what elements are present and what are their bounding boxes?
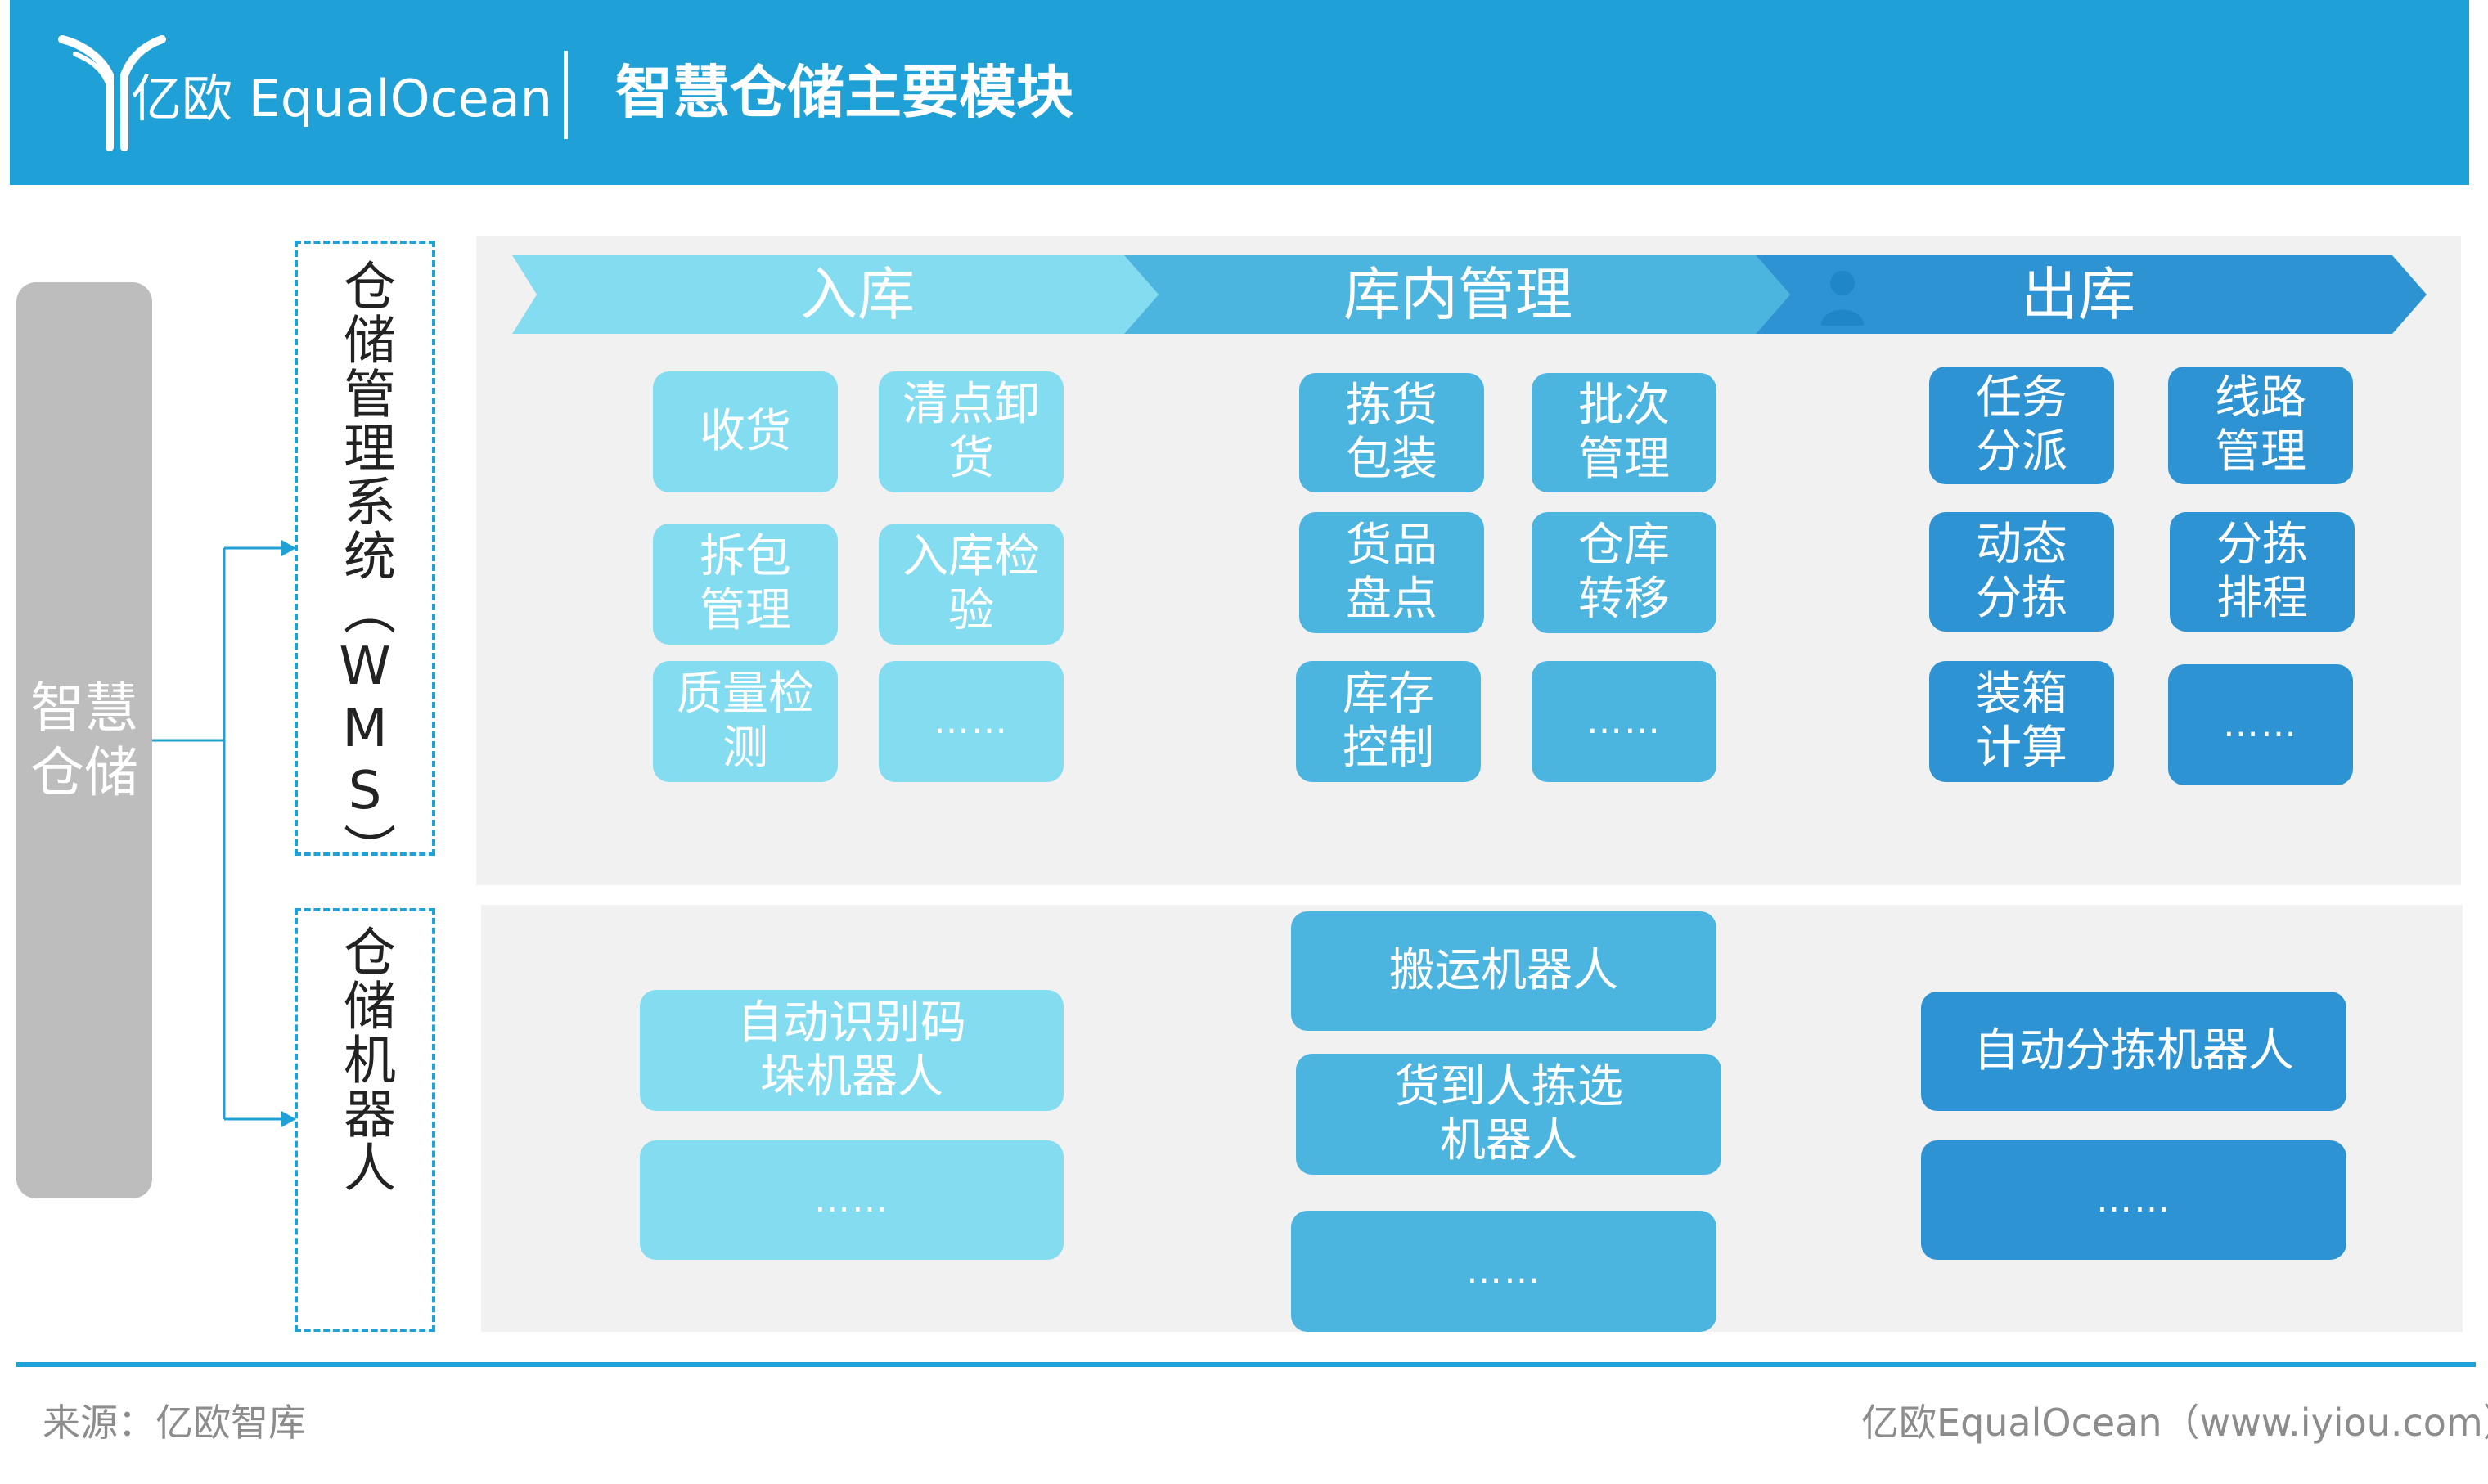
module-label: 入库检验 xyxy=(902,529,1040,637)
module-label: 动态分拣 xyxy=(1976,517,2067,625)
module-label: …… xyxy=(1586,700,1662,743)
robot-label: 搬运机器人 xyxy=(1389,943,1618,997)
module-packing-calculation: 装箱计算 xyxy=(1929,661,2114,782)
brand-wordmark: 亿欧 EqualOcean xyxy=(131,69,553,128)
module-sorting-schedule: 分拣排程 xyxy=(2170,512,2355,632)
robot-label: …… xyxy=(814,1179,889,1221)
header-bar xyxy=(10,0,2469,185)
footer-rule xyxy=(16,1362,2476,1367)
module-label: 分拣排程 xyxy=(2216,517,2308,625)
module-inventory-control: 库存控制 xyxy=(1296,661,1481,782)
robot-label-box: 仓储机器人 xyxy=(295,908,435,1332)
module-label: 批次管理 xyxy=(1578,378,1670,486)
page-title: 智慧仓储主要模块 xyxy=(615,59,1073,126)
phase-label-internal: 库内管理 xyxy=(1343,261,1572,328)
equalocean-logo xyxy=(58,35,166,151)
module-picking-packing: 拣货包装 xyxy=(1299,373,1484,492)
module-label: 装箱计算 xyxy=(1976,667,2067,775)
robot-more-inbound: …… xyxy=(640,1140,1064,1260)
module-label: 仓库转移 xyxy=(1578,518,1670,626)
phase-arrow-outbound xyxy=(1756,255,2427,334)
phase-arrow-inbound xyxy=(512,255,1159,334)
module-receiving: 收货 xyxy=(653,371,838,492)
robot-label: 仓储机器人 xyxy=(335,924,395,1194)
module-label: 线路管理 xyxy=(2215,371,2306,479)
robot-goods-to-person: 货到人拣选机器人 xyxy=(1296,1054,1721,1175)
robot-more-internal: …… xyxy=(1291,1211,1716,1332)
phase-banner xyxy=(512,255,2427,334)
phase-arrow-internal xyxy=(1124,255,1790,334)
module-count-unload: 清点卸货 xyxy=(879,371,1064,492)
robot-label: …… xyxy=(2096,1179,2171,1221)
person-icon xyxy=(1821,271,1864,326)
module-label: 任务分派 xyxy=(1976,371,2067,479)
module-more-internal: …… xyxy=(1532,661,1716,782)
module-label: 收货 xyxy=(700,404,791,458)
robot-handling: 搬运机器人 xyxy=(1291,911,1716,1031)
module-label: 清点卸货 xyxy=(902,377,1040,485)
robot-label: 货到人拣选机器人 xyxy=(1394,1059,1623,1167)
robot-label: …… xyxy=(1466,1250,1541,1293)
robot-more-outbound: …… xyxy=(1921,1140,2346,1260)
phase-label-inbound: 入库 xyxy=(800,261,915,328)
module-task-dispatch: 任务分派 xyxy=(1929,367,2114,484)
source-note: 来源：亿欧智库 xyxy=(43,1401,306,1445)
site-credit: 亿欧EqualOcean（www.iyiou.com） xyxy=(1861,1401,2488,1445)
robot-auto-id-palletizing: 自动识别码垛机器人 xyxy=(640,990,1064,1111)
module-route-management: 线路管理 xyxy=(2168,367,2353,484)
module-quality-check: 质量检测 xyxy=(653,661,838,782)
module-label: 货品盘点 xyxy=(1346,518,1437,626)
root-label: 智慧仓储 xyxy=(30,676,138,804)
module-label: 库存控制 xyxy=(1343,667,1434,775)
module-unpacking: 拆包管理 xyxy=(653,524,838,645)
robot-label: 自动分拣机器人 xyxy=(1973,1023,2294,1077)
module-batch-management: 批次管理 xyxy=(1532,373,1716,492)
robot-auto-sorting: 自动分拣机器人 xyxy=(1921,992,2346,1111)
module-dynamic-sorting: 动态分拣 xyxy=(1929,512,2114,632)
wms-label: 仓储管理系统（WMS） xyxy=(335,259,395,877)
module-label: 拣货包装 xyxy=(1346,378,1437,486)
module-more-inbound: …… xyxy=(879,661,1064,782)
phase-label-outbound: 出库 xyxy=(2021,261,2135,328)
root-node: 智慧仓储 xyxy=(16,282,152,1198)
module-stocktake: 货品盘点 xyxy=(1299,512,1484,633)
header-divider xyxy=(564,51,568,139)
wms-label-box: 仓储管理系统（WMS） xyxy=(295,241,435,877)
module-label: …… xyxy=(2223,704,2298,746)
connector-lines xyxy=(152,540,296,1127)
module-warehouse-transfer: 仓库转移 xyxy=(1532,512,1716,633)
module-label: …… xyxy=(934,700,1009,743)
module-inbound-inspection: 入库检验 xyxy=(879,524,1064,645)
module-label: 质量检测 xyxy=(677,667,814,775)
robot-label: 自动识别码垛机器人 xyxy=(737,996,966,1104)
module-more-outbound: …… xyxy=(2168,664,2353,785)
module-label: 拆包管理 xyxy=(700,529,791,637)
